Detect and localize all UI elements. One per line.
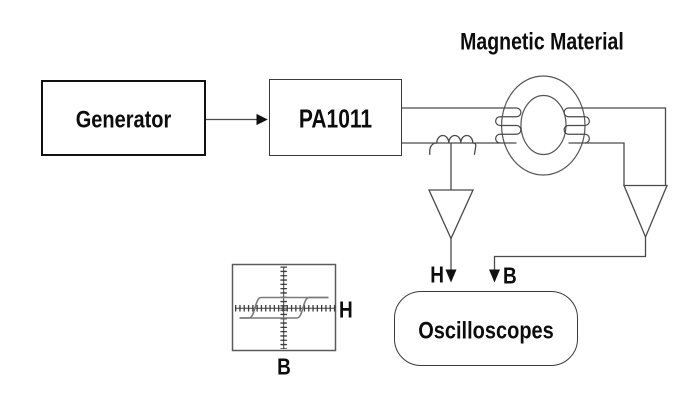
h-arrowhead-icon — [445, 269, 457, 283]
h-amplifier-triangle-icon — [427, 189, 475, 241]
diagram-title: Magnetic Material — [460, 28, 624, 56]
oscilloscopes-block: Oscilloscopes — [394, 291, 578, 366]
secondary-top-wire — [585, 107, 667, 186]
generator-label: Generator — [75, 106, 172, 134]
scope-h-axis-label: H — [339, 297, 353, 324]
hysteresis-curve-lower — [239, 296, 329, 319]
toroid-core-inner — [520, 94, 567, 156]
secondary-winding-icon — [563, 107, 590, 144]
power-amplifier-label: PA1011 — [298, 105, 373, 134]
generator-arrowhead-icon — [256, 113, 268, 126]
oscilloscopes-label: Oscilloscopes — [418, 317, 554, 345]
b-output-wire — [493, 237, 647, 270]
secondary-bottom-wire — [585, 142, 625, 186]
h-signal-label: H — [430, 262, 444, 289]
b-arrowhead-icon — [489, 269, 500, 283]
current-sense-coil-icon — [429, 134, 477, 155]
generator-block: Generator — [41, 80, 206, 156]
primary-winding-icon — [495, 107, 522, 144]
b-amplifier-triangle-icon — [623, 184, 668, 239]
b-signal-label: B — [503, 263, 517, 290]
power-amplifier-block: PA1011 — [269, 79, 402, 156]
scope-b-axis-label: B — [277, 354, 291, 381]
